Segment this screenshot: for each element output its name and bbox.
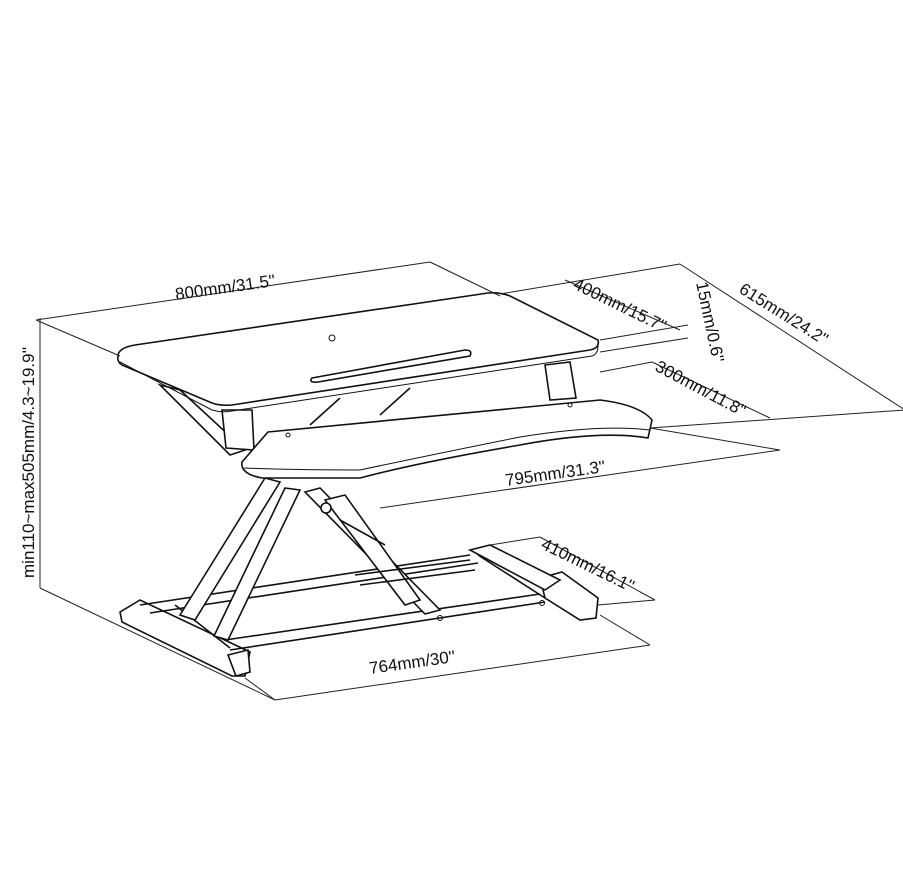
scissor-lift	[178, 477, 476, 641]
desktop-board	[117, 292, 600, 413]
tray-depth-label: 300mm/11.8''	[652, 357, 749, 421]
dimension-lines	[35, 261, 903, 701]
base-width-label: 764mm/30''	[368, 647, 457, 678]
tray-width-label: 795mm/31.3''	[504, 457, 607, 490]
keyboard-tray	[241, 399, 653, 479]
top-width-label: 800mm/31.5''	[174, 271, 277, 304]
total-depth-label: 615mm/24.2''	[736, 279, 832, 349]
top-depth-label: 400mm/15.7''	[570, 275, 669, 336]
height-range-label: min110~max505mm/4.3~19.9''	[19, 347, 38, 578]
top-thickness-label: 15mm/0.6''	[692, 280, 728, 364]
